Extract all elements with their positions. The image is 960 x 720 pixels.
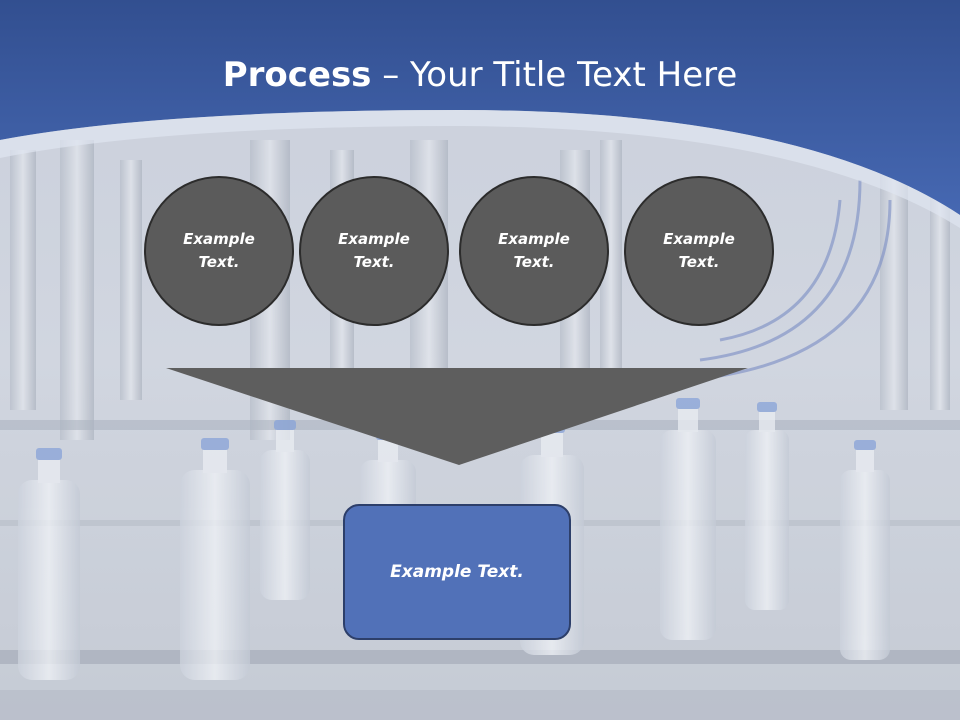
- step-label-line1: Example: [498, 230, 570, 248]
- step-label-line1: Example: [663, 230, 735, 248]
- step-label-line2: Text.: [678, 253, 720, 271]
- step-label-line2: Text.: [513, 253, 555, 271]
- title-bold: Process: [222, 55, 372, 95]
- step-label-line1: Example: [338, 230, 410, 248]
- step-label-line1: Example: [183, 230, 255, 248]
- result-label: Example Text.: [390, 562, 524, 582]
- process-result-box: Example Text.: [343, 504, 571, 640]
- title-rest: – Your Title Text Here: [371, 55, 738, 95]
- step-label-line2: Text.: [353, 253, 395, 271]
- slide-title: Process – Your Title Text Here: [0, 48, 960, 102]
- step-label-line2: Text.: [198, 253, 240, 271]
